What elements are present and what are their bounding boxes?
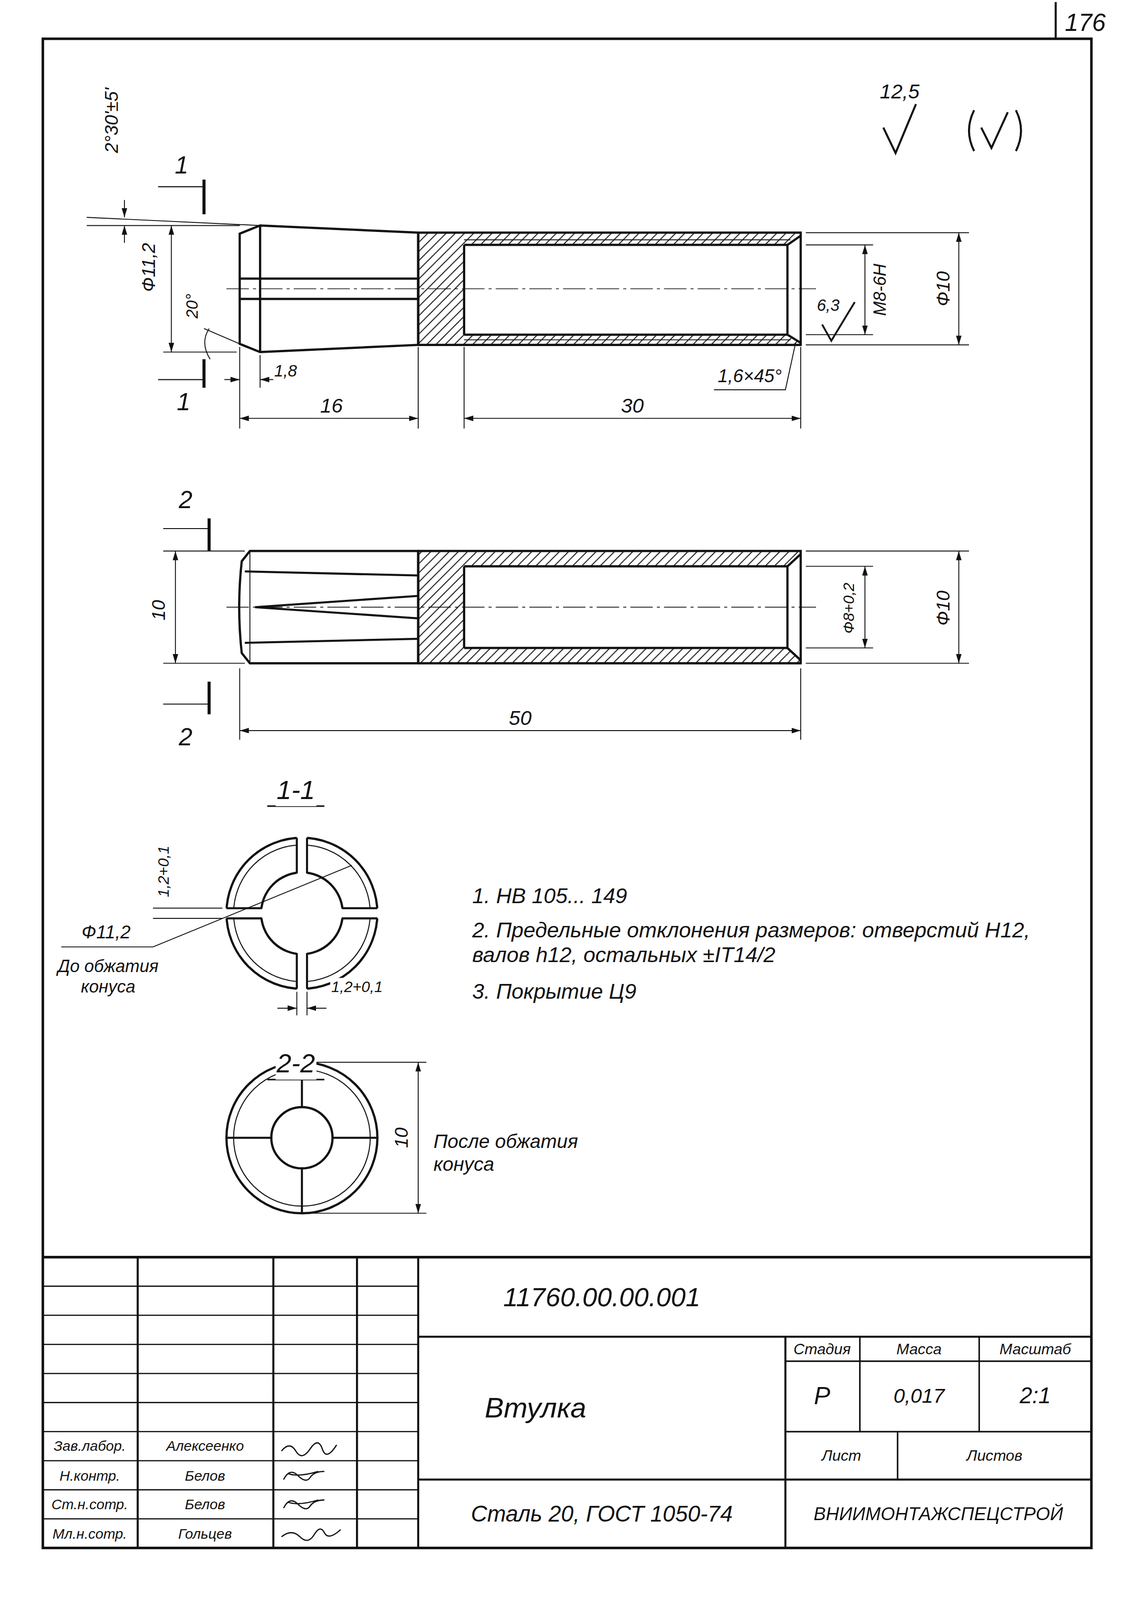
view-title: 1-1 (275, 775, 317, 806)
title-block-cell: Гольцев (177, 1524, 233, 1542)
title-block-cell: Белов (183, 1495, 227, 1513)
title-block-cell: Масштаб (998, 1339, 1073, 1358)
section-mark: 2 (177, 722, 194, 751)
dimension-value: Ф10 (932, 270, 954, 308)
title-block-cell: Листов (965, 1446, 1024, 1464)
title-block-cell: Сталь 20, ГОСТ 1050-74 (469, 1501, 734, 1527)
dimension-value: 1,2+0,1 (154, 844, 173, 899)
dimension-value: 1,8 (273, 362, 298, 381)
title-block-cell: Масса (895, 1339, 943, 1358)
section-mark: 2 (177, 485, 194, 514)
title-block-cell: Алексеенко (165, 1437, 246, 1455)
title-block-cell: Зав.лабор. (52, 1437, 127, 1455)
title-block-cell: ВНИИМОНТАЖСПЕЦСТРОЙ (812, 1503, 1065, 1525)
title-block-cell: 2:1 (1018, 1382, 1053, 1409)
dimension-value: 30 (620, 394, 645, 418)
dimension-value: Ф10 (932, 589, 954, 627)
title-block-cell: Белов (183, 1467, 227, 1484)
dimension-value: Ф8+0,2 (839, 581, 858, 635)
dimension-value: 1,6×45° (716, 365, 783, 387)
note: До обжатия конуса (49, 956, 167, 997)
note: 2. Предельные отклонения размеров: отвер… (471, 918, 1076, 968)
roughness-value: 12,5 (878, 80, 921, 104)
section-mark: 1 (175, 387, 192, 416)
dimension-value: 16 (319, 394, 345, 418)
dimension-value: М8-6Н (870, 262, 891, 317)
section-mark: 1 (173, 151, 190, 180)
title-block-cell: Н.контр. (58, 1467, 122, 1484)
title-block-cell: Стадия (792, 1339, 853, 1358)
dimension-value: 50 (508, 706, 533, 730)
title-block-cell: Лист (820, 1446, 863, 1464)
angle-dimension: 2°30'±5' (101, 86, 123, 154)
title-block-cell: Ст.н.сотр. (50, 1495, 129, 1513)
note: После обжатия конуса (432, 1130, 588, 1176)
dimension-value: 10 (148, 598, 170, 622)
title-block-cell: Втулка (483, 1391, 588, 1425)
roughness-value: 6,3 (815, 296, 841, 316)
dimension-value: 10 (391, 1126, 413, 1149)
dimension-value: Ф11,2 (138, 241, 160, 293)
dimension-value: 20° (183, 292, 202, 320)
title-block-cell: Р (813, 1381, 832, 1410)
title-block-cell: 0,017 (892, 1383, 946, 1408)
view-title: 2-2 (275, 1048, 317, 1080)
note: 3. Покрытие Ц9 (471, 979, 638, 1005)
dimension-value: 1,2+0,1 (330, 977, 384, 996)
title-block-cell: Мл.н.сотр. (51, 1524, 128, 1542)
page-number: 176 (1064, 8, 1107, 37)
note: 1. НВ 105... 149 (471, 883, 629, 909)
title-block-cell: 11760.00.00.001 (502, 1282, 702, 1313)
dimension-value: Ф11,2 (80, 921, 132, 943)
